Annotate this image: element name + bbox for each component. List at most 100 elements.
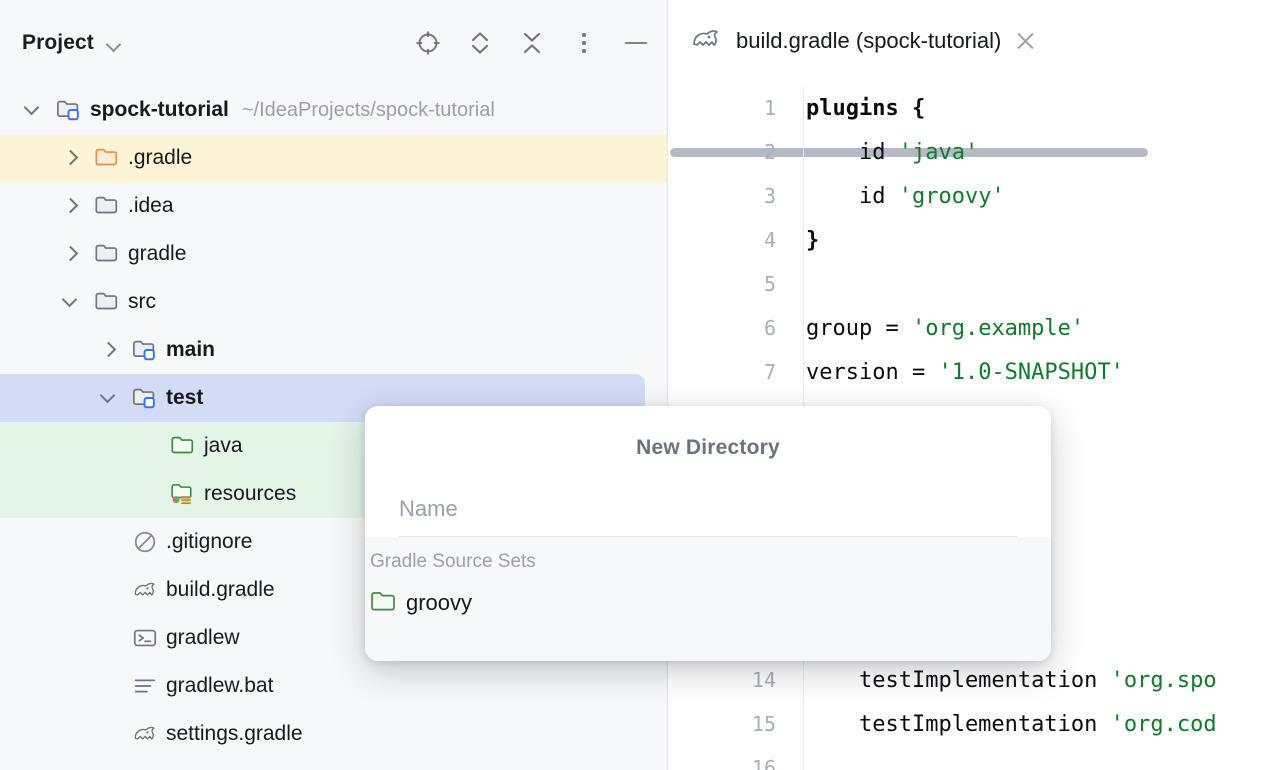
new-directory-popup: New Directory Gradle Source Sets groovy [365,406,1051,661]
chevron-right-icon[interactable] [60,147,82,169]
code-line-text: } [806,227,820,253]
module-folder-icon [132,338,158,362]
code-line-text: testImplementation 'org.spo [806,667,1217,693]
code-line[interactable]: 6 group = 'org.example' [668,306,1288,350]
tree-arrow-spacer [98,723,120,745]
tree-row-label: main [166,338,216,361]
editor-tab-bar: build.gradle (spock-tutorial) [668,0,1288,157]
expand-all-icon[interactable] [467,30,493,56]
code-line[interactable]: 2 id 'java' [668,130,1288,174]
chevron-down-icon[interactable] [106,35,122,51]
line-number: 14 [751,668,776,692]
list-item-groovy[interactable]: groovy [365,583,1051,623]
tree-row-label: test [166,386,204,409]
code-line[interactable]: 15 testImplementation 'org.cod [668,702,1288,746]
hide-icon[interactable] [623,30,649,56]
gradle-source-sets-list: Gradle Source Sets groovy [365,537,1051,661]
chevron-right-icon[interactable] [60,243,82,265]
folder-orange-icon [94,146,120,170]
tree-row-gradle[interactable]: .gradle [0,134,667,182]
tree-row-gitignore[interactable]: .gitignore [0,518,667,566]
terminal-icon [132,626,158,650]
tree-arrow-spacer [98,675,120,697]
editor-tab-label: build.gradle (spock-tutorial) [736,28,1002,53]
gitignore-icon [132,530,158,554]
locate-icon[interactable] [415,30,441,56]
gradle-icon [132,722,158,746]
folder-gray-icon [94,242,120,266]
gradle-icon [690,26,722,57]
chevron-down-icon[interactable] [98,387,120,409]
tree-row-label: build.gradle [166,578,275,601]
tree-row-label: .idea [128,194,174,217]
tree-row-label: gradle [128,242,187,265]
chevron-right-icon[interactable] [60,195,82,217]
line-number: 1 [763,96,776,120]
line-number: 3 [763,184,776,208]
chevron-down-icon[interactable] [22,99,44,121]
tree-row-idea[interactable]: .idea [0,182,667,230]
code-line[interactable]: 1 plugins { [668,86,1288,130]
tree-row-spock-tutorial[interactable]: spock-tutorial ~/IdeaProjects/spock-tutor… [0,86,667,134]
tree-row-build-gradle[interactable]: build.gradle [0,566,667,614]
folder-gray-icon [94,290,120,314]
module-folder-icon [56,98,82,122]
tree-row-label: resources [204,482,297,505]
tree-row-label: .gitignore [166,530,253,553]
tree-row-main[interactable]: main [0,326,667,374]
folder-green-icon [370,590,396,617]
tree-row-label: gradlew.bat [166,674,274,697]
collapse-all-icon[interactable] [519,30,545,56]
code-line-text: plugins { [806,95,926,121]
page-title: Project [22,31,94,54]
code-line-text: group = 'org.example' [806,315,1085,341]
editor-tab-build-gradle[interactable]: build.gradle (spock-tutorial) [690,11,1037,71]
popup-title: New Directory [636,436,780,459]
popup-input-container [365,496,1051,537]
directory-name-input[interactable] [399,496,1017,537]
editor-horizontal-scroll-track[interactable] [668,74,1288,157]
tree-arrow-spacer [98,531,120,553]
tree-row-gradlew[interactable]: gradlew [0,614,667,662]
list-item-label: groovy [406,590,473,615]
code-line-text: id 'groovy' [806,183,1005,209]
tree-row-label: src [128,290,156,313]
tree-row-label: .gradle [128,146,193,169]
chevron-down-icon[interactable] [60,291,82,313]
code-line-text: version = '1.0-SNAPSHOT' [806,359,1124,385]
line-number: 7 [763,360,776,384]
editor-horizontal-scrollbar[interactable] [670,148,1148,157]
code-line[interactable]: 5 [668,262,1288,306]
code-line[interactable]: 3 id 'groovy' [668,174,1288,218]
line-number: 2 [763,140,776,164]
code-line[interactable]: 4} [668,218,1288,262]
tree-arrow-spacer [98,579,120,601]
folder-green-icon [170,434,196,458]
tree-row-label: spock-tutorial [90,98,229,121]
code-line[interactable]: 14 testImplementation 'org.spo [668,658,1288,702]
popup-group-label: Gradle Source Sets [370,551,536,572]
line-number: 4 [763,228,776,252]
more-options-icon[interactable] [571,30,597,56]
tree-arrow-spacer [136,435,158,457]
code-line[interactable]: 16 [668,746,1288,770]
chevron-right-icon[interactable] [98,339,120,361]
tree-arrow-spacer [136,483,158,505]
line-number: 15 [751,712,776,736]
tree-row-gradlew-bat[interactable]: gradlew.bat [0,662,667,710]
tree-row-gradle[interactable]: gradle [0,230,667,278]
line-number: 6 [763,316,776,340]
tree-row-label: settings.gradle [166,722,303,745]
tree-row-label: java [204,434,243,457]
line-number: 5 [763,272,776,296]
panel-toolbar [415,30,649,56]
module-folder-icon [132,386,158,410]
tree-row-src[interactable]: src [0,278,667,326]
project-panel-header: Project [0,0,667,86]
close-icon[interactable] [1015,30,1037,52]
tree-arrow-spacer [98,627,120,649]
line-number: 16 [751,756,776,770]
tree-row-path: ~/IdeaProjects/spock-tutorial [241,98,495,121]
code-line[interactable]: 7 version = '1.0-SNAPSHOT' [668,350,1288,394]
tree-row-settings-gradle[interactable]: settings.gradle [0,710,667,758]
